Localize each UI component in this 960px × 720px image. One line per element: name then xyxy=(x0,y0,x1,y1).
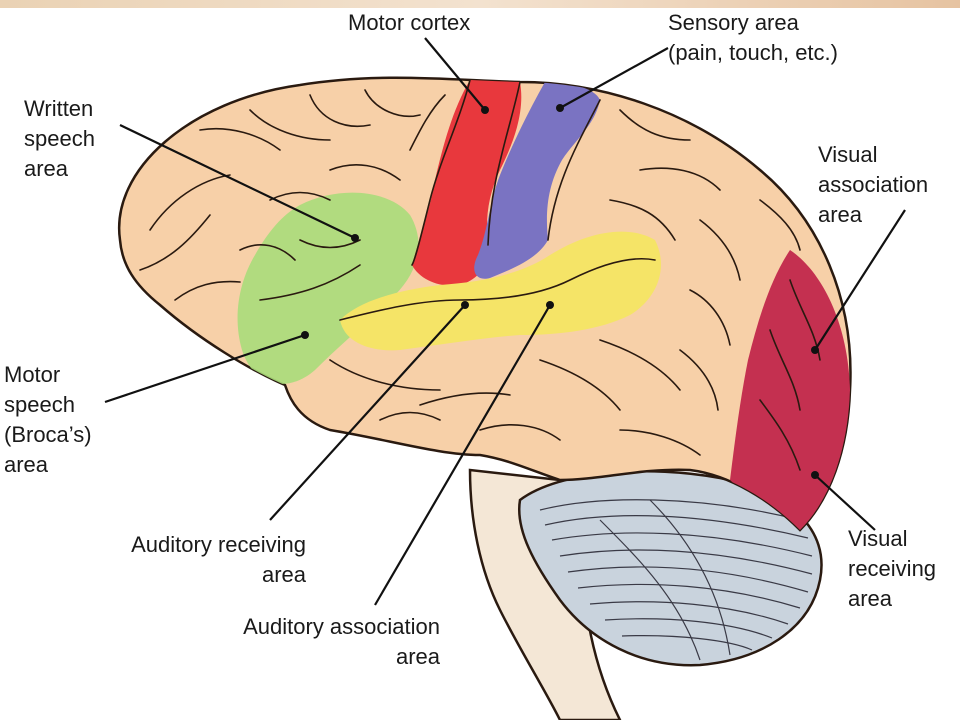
leader-motor-speech xyxy=(104,333,306,404)
leader-visual-receiving xyxy=(814,474,876,531)
auditory-region xyxy=(340,231,661,351)
label-motor-speech-line: speech xyxy=(4,392,75,417)
cerebellum-folia xyxy=(539,499,813,661)
label-visual-receiving-line: receiving xyxy=(848,556,937,581)
label-written-speech-line: area xyxy=(24,156,69,181)
label-motor-speech-line: area xyxy=(4,452,49,477)
label-motor-speech-line: (Broca’s) xyxy=(4,422,92,447)
leader-visual-association xyxy=(814,209,906,351)
label-visual-association: Visual association area xyxy=(818,140,928,230)
label-auditory-association-line: Auditory association xyxy=(243,614,440,639)
label-sensory-area-line: (pain, touch, etc.) xyxy=(668,40,838,65)
label-written-speech-line: Written xyxy=(24,96,94,121)
label-auditory-association: Auditory association area xyxy=(188,612,440,672)
leader-dots xyxy=(301,104,819,479)
leader-sensory-area xyxy=(559,47,669,109)
leader-written-speech xyxy=(119,124,356,239)
label-visual-receiving-line: Visual xyxy=(848,526,908,551)
label-sensory-area: Sensory area (pain, touch, etc.) xyxy=(668,8,838,68)
motor-cortex-region xyxy=(412,77,522,286)
label-sensory-area-line: Sensory area xyxy=(668,10,799,35)
label-visual-receiving-line: area xyxy=(848,586,893,611)
label-auditory-receiving: Auditory receiving area xyxy=(84,530,306,590)
label-visual-receiving: Visual receiving area xyxy=(848,524,936,614)
brain-gyri xyxy=(139,79,821,471)
top-band xyxy=(0,0,960,8)
label-visual-association-line: Visual xyxy=(818,142,878,167)
label-written-speech-line: speech xyxy=(24,126,95,151)
label-motor-speech: Motor speech (Broca’s) area xyxy=(4,360,92,480)
label-auditory-receiving-line: Auditory receiving xyxy=(131,532,306,557)
visual-region xyxy=(730,250,850,531)
label-written-speech: Written speech area xyxy=(24,94,95,184)
leader-auditory-association xyxy=(374,304,551,606)
label-auditory-association-line: area xyxy=(395,644,440,669)
leader-lines xyxy=(104,37,906,606)
label-motor-speech-line: Motor xyxy=(4,362,61,387)
label-auditory-receiving-line: area xyxy=(261,562,306,587)
label-visual-association-line: area xyxy=(818,202,863,227)
label-motor-cortex-line: Motor cortex xyxy=(348,10,471,35)
leader-auditory-receiving xyxy=(269,304,466,521)
label-motor-cortex: Motor cortex xyxy=(348,8,470,38)
leader-motor-cortex xyxy=(424,37,486,111)
written-speech-region xyxy=(237,192,419,384)
sensory-area-region xyxy=(474,82,600,279)
label-visual-association-line: association xyxy=(818,172,929,197)
